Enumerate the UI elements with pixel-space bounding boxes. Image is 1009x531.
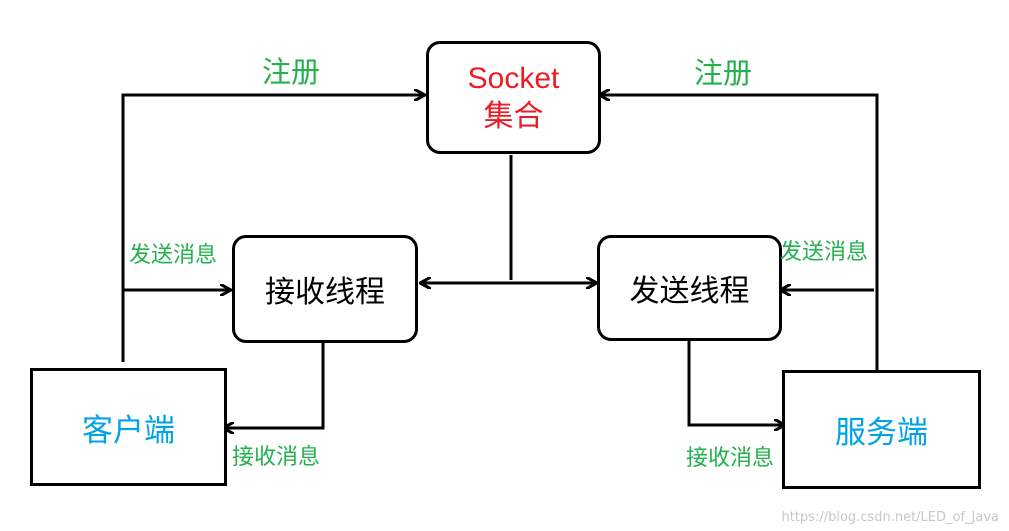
server-receive-message-label: 接收消息 bbox=[686, 446, 775, 471]
socket-node-title: Socket bbox=[467, 61, 560, 95]
server-register-label: 注册 bbox=[694, 56, 753, 90]
client-register-label: 注册 bbox=[262, 55, 321, 89]
client-label: 客户端 bbox=[82, 412, 175, 449]
send-thread-node: 发送线程 bbox=[597, 235, 782, 341]
server-receive-edge bbox=[687, 340, 784, 425]
watermark: https://blog.csdn.net/LED_of_Java bbox=[781, 510, 999, 525]
server-label: 服务端 bbox=[835, 415, 928, 451]
receive-thread-label: 接收线程 bbox=[265, 275, 385, 310]
server-register-edge bbox=[600, 95, 879, 372]
receive-thread-node: 接收线程 bbox=[232, 235, 418, 343]
client-register-edge bbox=[121, 95, 424, 362]
send-thread-label: 发送线程 bbox=[629, 274, 750, 309]
client-node: 客户端 bbox=[30, 368, 227, 486]
client-receive-edge bbox=[224, 343, 325, 428]
client-send-message-label: 发送消息 bbox=[129, 243, 218, 268]
server-node: 服务端 bbox=[782, 370, 981, 489]
client-receive-message-label: 接收消息 bbox=[232, 445, 321, 470]
server-send-message-label: 发送消息 bbox=[780, 240, 869, 265]
socket-set-node: Socket 集合 bbox=[426, 41, 601, 154]
socket-node-subtitle: 集合 bbox=[483, 98, 544, 134]
